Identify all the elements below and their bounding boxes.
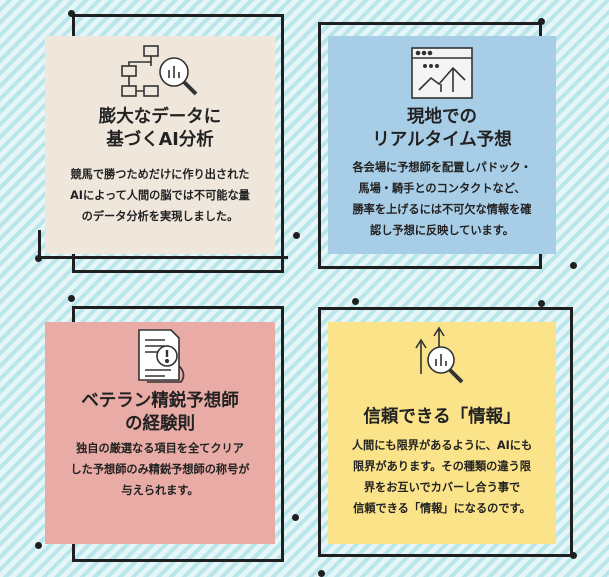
browser-chart-icon	[411, 47, 473, 99]
card-description: 競馬で勝つためだけに作り出された AIによって人間の脳では不可能な量 のデータ分…	[70, 168, 250, 223]
frame-dot	[68, 10, 75, 17]
frame-dot	[538, 300, 545, 307]
feature-card-ai-analysis: 膨大なデータに 基づくAI分析 競馬で勝つためだけに作り出された AIによって人…	[45, 36, 275, 254]
frame-dot	[318, 570, 325, 577]
frame-dot	[570, 262, 577, 269]
card-title: ベテラン精鋭予想師 の経験則	[81, 391, 239, 434]
frame-dot	[570, 552, 577, 559]
document-alert-icon	[138, 329, 185, 383]
card-title: 膨大なデータに 基づくAI分析	[98, 107, 222, 150]
feature-card-realtime: 現地での リアルタイム予想 各会場に予想師を配置しパドック・ 馬場・騎手とのコン…	[328, 36, 556, 254]
frame-dot	[538, 18, 545, 25]
card-description: 人間にも限界があるように、AIにも 限界があります。その種類の違う限 界をお互い…	[351, 439, 533, 515]
card-frame	[38, 230, 288, 259]
card-description: 独自の厳選なる項目を全てクリア した予想師のみ精鋭予想師の称号が 与えられます。	[70, 442, 250, 497]
arrows-magnifier-icon	[415, 326, 464, 384]
card-frame	[318, 307, 573, 557]
frame-dot	[293, 232, 300, 239]
card-title: 信頼できる「情報」	[363, 407, 521, 427]
frame-dot	[292, 514, 299, 521]
frame-dot	[352, 298, 359, 305]
flowchart-magnifier-icon	[121, 45, 198, 97]
feature-card-veteran: ベテラン精鋭予想師 の経験則 独自の厳選なる項目を全てクリア した予想師のみ精鋭…	[45, 322, 275, 544]
card-description: 各会場に予想師を配置しパドック・ 馬場・騎手とのコンタクトなど、 勝率を上げるに…	[352, 161, 532, 237]
feature-card-reliable-info: 信頼できる「情報」 人間にも限界があるように、AIにも 限界があります。その種類…	[328, 322, 556, 544]
frame-dot	[35, 542, 42, 549]
card-title: 現地での リアルタイム予想	[372, 107, 512, 150]
frame-dot	[68, 295, 75, 302]
